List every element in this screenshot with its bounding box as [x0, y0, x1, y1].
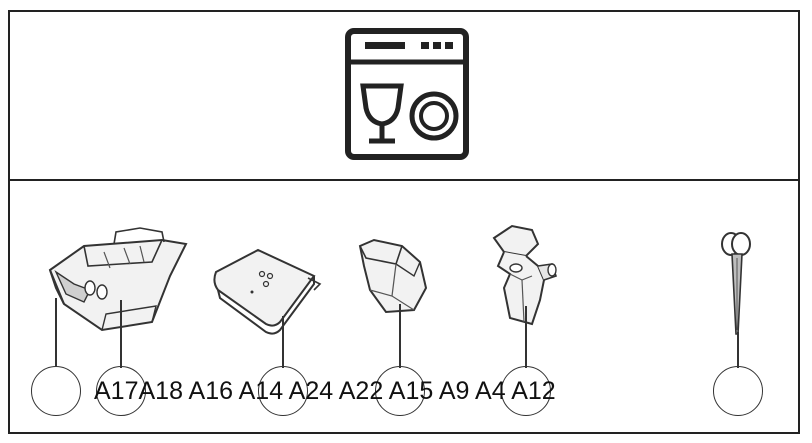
part-label: A12 — [511, 377, 556, 405]
leader-line — [737, 332, 739, 368]
leader-line — [55, 298, 57, 366]
key-pin-icon — [721, 232, 751, 335]
part-label: A16 — [188, 377, 234, 405]
cover-plate-icon — [213, 248, 322, 335]
part-label: A24 — [288, 377, 334, 405]
callout-circle — [713, 366, 763, 416]
part-label: A18 — [138, 377, 183, 405]
dishwasher-icon — [345, 28, 469, 160]
part-labels: A17A18 A16 A14 A24 A22 A15 A9 A4 A12 — [94, 374, 556, 408]
callout-circle — [501, 366, 551, 416]
callout-circle — [31, 366, 81, 416]
callout-circle — [258, 366, 308, 416]
cup-holder-icon — [358, 238, 428, 314]
clip-bracket-icon — [492, 224, 558, 326]
leader-line — [525, 306, 527, 368]
leader-line — [282, 316, 284, 368]
callout-circle — [375, 366, 425, 416]
callout-circle — [96, 366, 146, 416]
leader-line — [399, 304, 401, 368]
section-divider — [8, 179, 800, 181]
part-label: A14 — [238, 377, 284, 405]
part-label: A9 — [438, 377, 470, 405]
part-label: A22 — [338, 377, 384, 405]
part-label: A15 — [388, 377, 434, 405]
part-label: A4 — [475, 377, 506, 405]
part-label: A17 — [94, 377, 139, 405]
leader-line — [120, 300, 122, 368]
detergent-drawer-icon — [48, 227, 188, 332]
diagram-frame — [8, 10, 800, 434]
